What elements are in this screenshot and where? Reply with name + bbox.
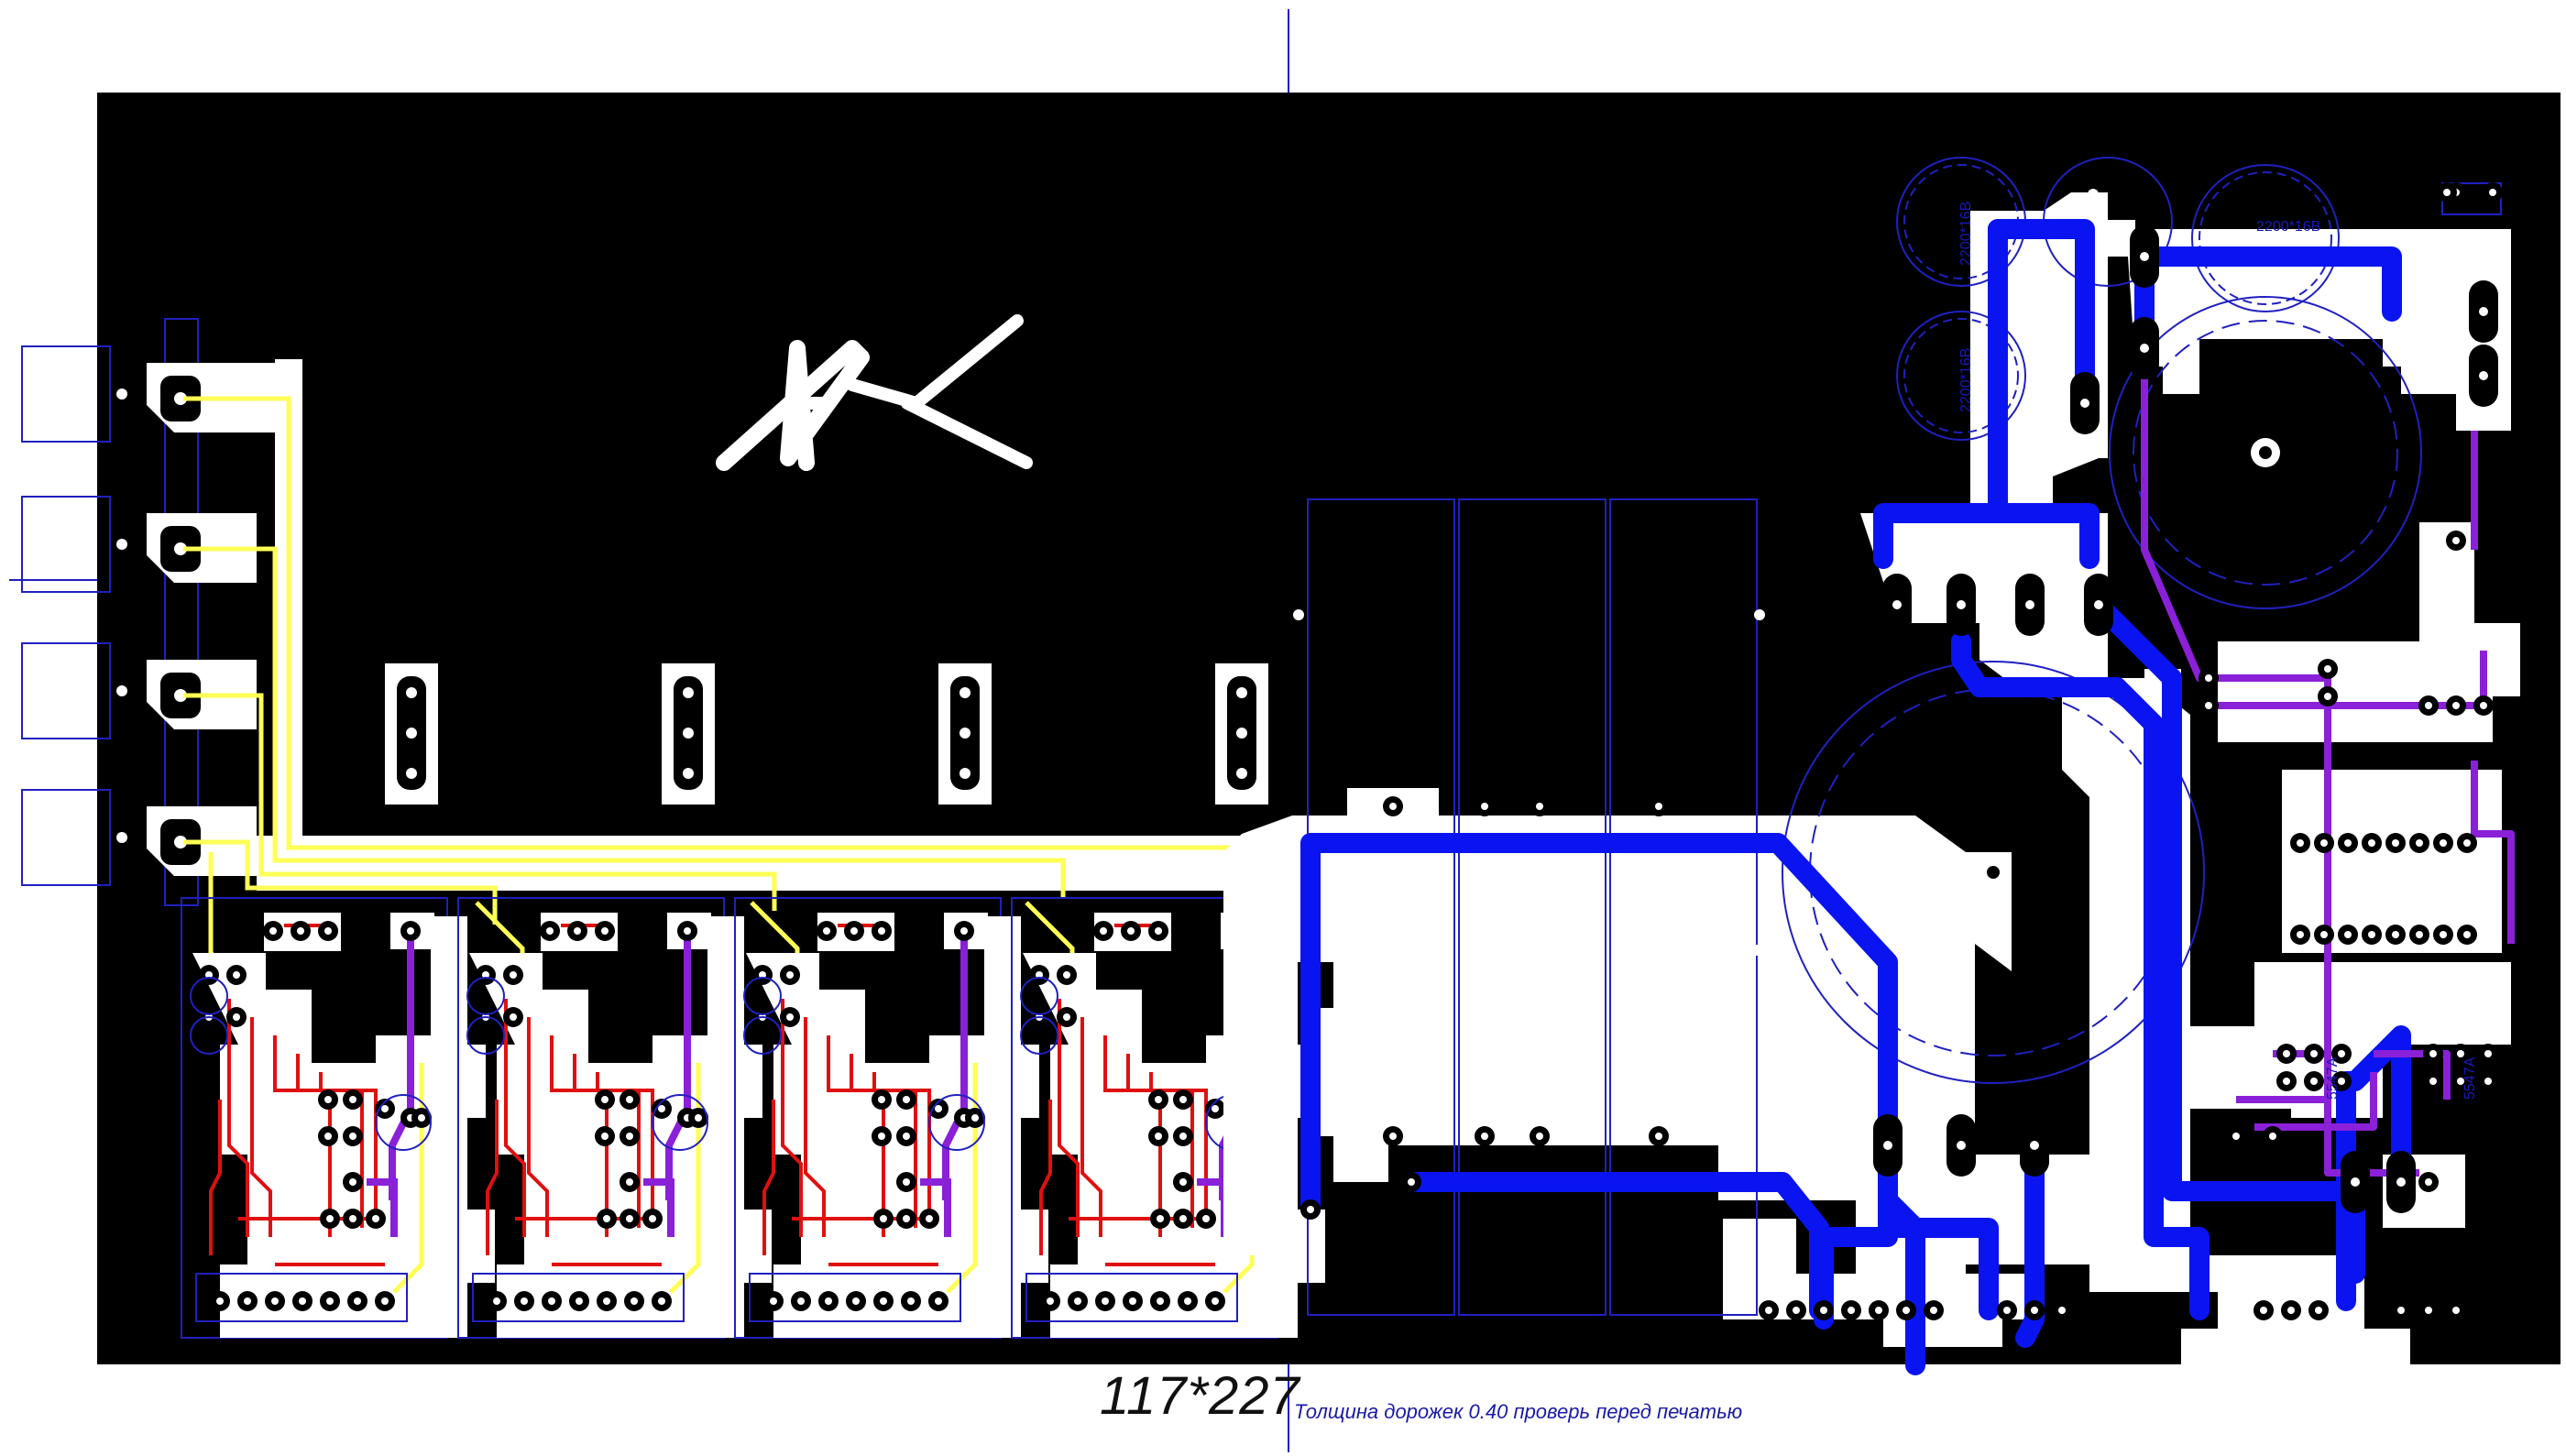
- amplifier-channel: [457, 897, 772, 1339]
- amplifier-channels: [181, 897, 1325, 1339]
- logo-text: AK: [871, 420, 872, 422]
- board-dimensions: 117*227: [1100, 1366, 1300, 1426]
- svg-text:2200*16B: 2200*16B: [2256, 219, 2320, 235]
- power-pads: [1300, 182, 2503, 1320]
- svg-text:2200*16B: 2200*16B: [1958, 202, 1974, 266]
- mounting-hole-centers: [1987, 446, 2272, 879]
- print-note: Толщина дорожек 0.40 проверь перед печат…: [1294, 1400, 1743, 1423]
- amplifier-channel: [734, 897, 1048, 1339]
- jack-pad-dots: [116, 389, 187, 848]
- regulator-dots: [406, 687, 1247, 779]
- svg-text:5547А: 5547А: [2325, 1056, 2341, 1100]
- component-outlines: [1307, 157, 2502, 1316]
- signal-bus-copper: [257, 359, 1310, 891]
- ak-logo: AK: [716, 314, 1033, 471]
- amplifier-channel: [181, 897, 495, 1339]
- component-labels: 2200*16B 2200*16B 2200*16B 5547А 5547А: [1958, 202, 2478, 1100]
- svg-text:5547А: 5547А: [2462, 1056, 2478, 1100]
- svg-text:2200*16B: 2200*16B: [1958, 348, 1974, 412]
- control-traces: [2141, 348, 2515, 1177]
